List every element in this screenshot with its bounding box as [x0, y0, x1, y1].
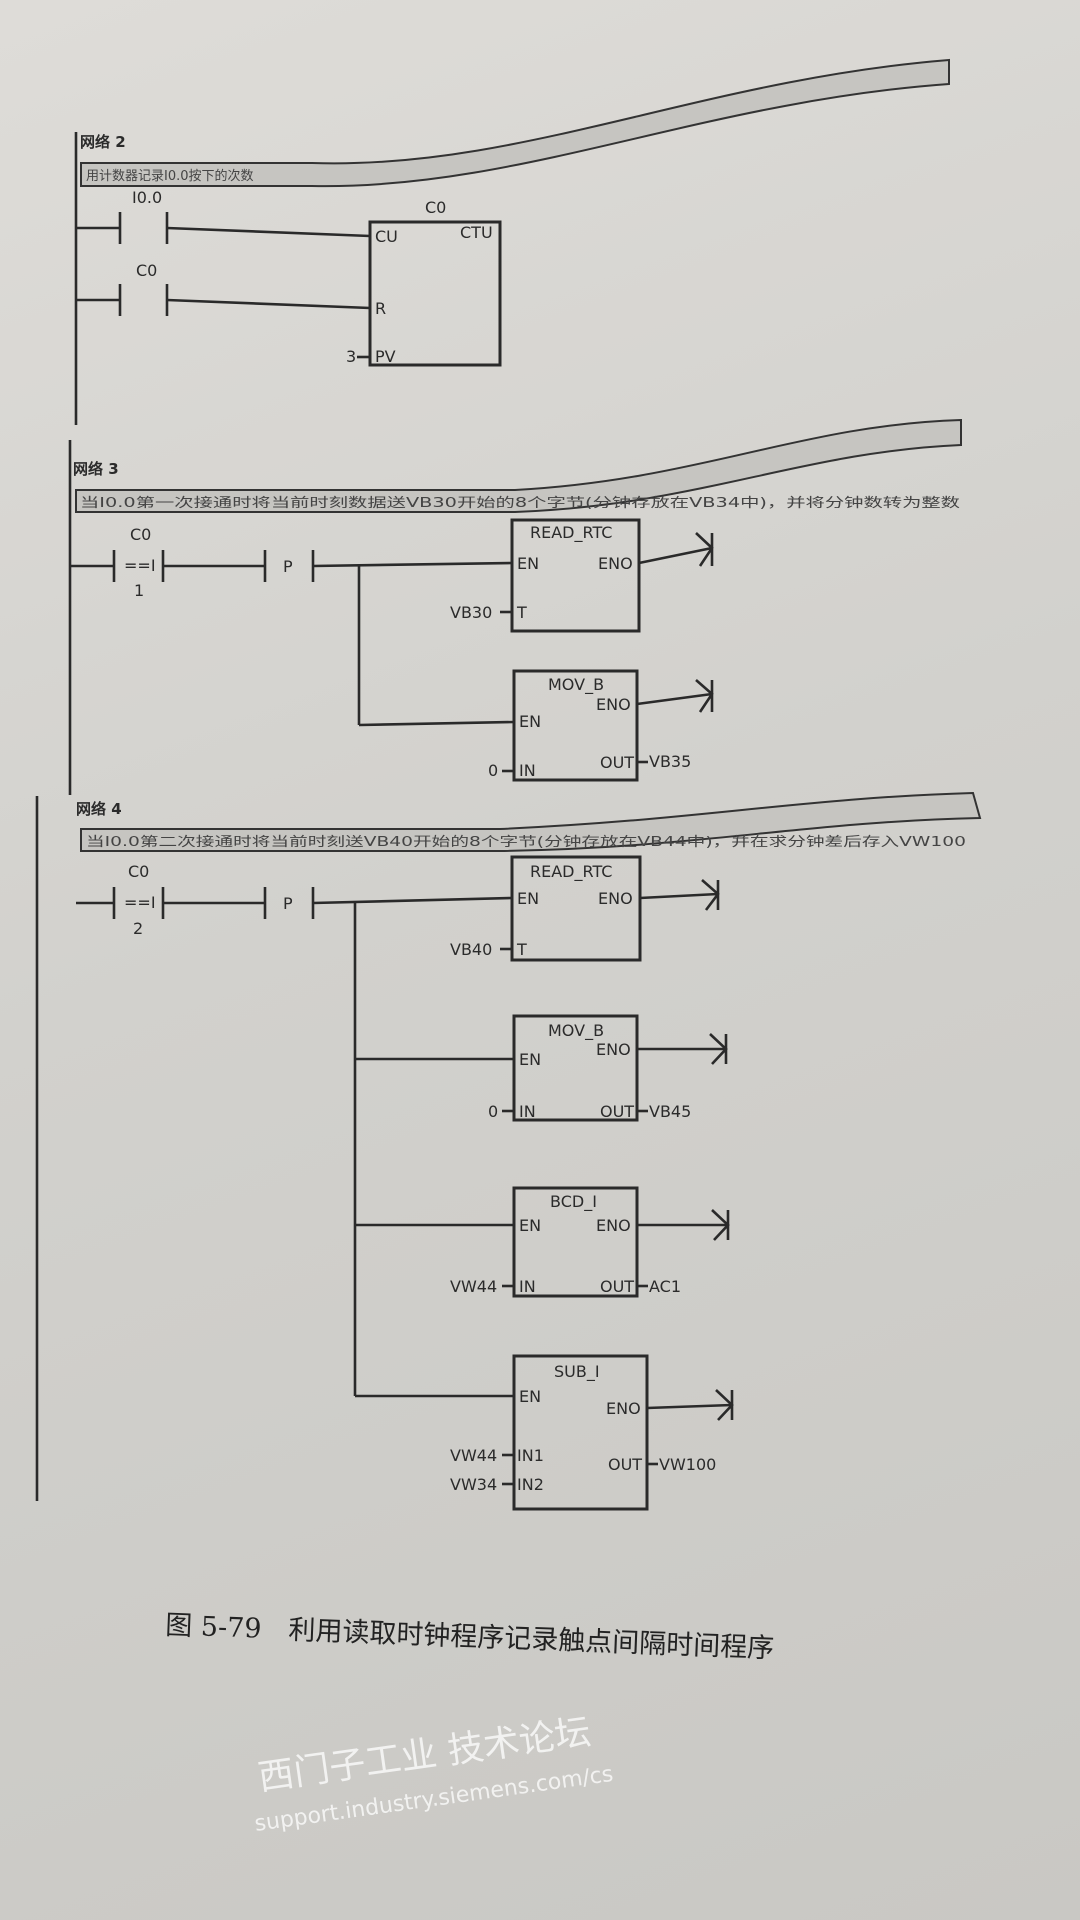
input-value: VW44 — [450, 1277, 497, 1296]
pin-out: OUT — [600, 1102, 634, 1121]
figure-caption: 图 5-79 利用读取时钟程序记录触点间隔时间程序 — [165, 1610, 775, 1664]
pin-en: EN — [519, 1387, 541, 1406]
pin-eno: ENO — [596, 1040, 631, 1059]
output-value: AC1 — [649, 1277, 681, 1296]
contact-label: C0 — [136, 261, 157, 280]
watermark: 西门子工业 技术论坛 support.industry.siemens.com/… — [253, 1712, 615, 1837]
network-4: 网络 4 当I0.0第二次接通时将当前时刻送VB40开始的8个字节(分钟存放在V… — [35, 791, 982, 1511]
pin-pv: PV — [375, 347, 396, 366]
pin-t: T — [516, 603, 527, 622]
network-comment: 当I0.0第二次接通时将当前时刻送VB40开始的8个字节(分钟存放在VB44中)… — [86, 834, 966, 850]
pin-eno: ENO — [606, 1399, 641, 1418]
pin-eno: ENO — [598, 889, 633, 908]
pin-in2: IN2 — [517, 1475, 544, 1494]
mov-b-box — [512, 669, 639, 782]
compare-value: 1 — [134, 581, 144, 600]
comment-banner — [80, 791, 982, 852]
output-value: VB35 — [649, 752, 691, 771]
network-comment: 用计数器记录I0.0按下的次数 — [86, 168, 254, 184]
pin-en: EN — [517, 554, 539, 573]
input-value: VB30 — [450, 603, 492, 622]
input-value: VW44 — [450, 1446, 497, 1465]
output-value: VW100 — [659, 1455, 716, 1474]
counter-name: C0 — [425, 198, 446, 217]
pin-en: EN — [519, 712, 541, 731]
pv-value: 3 — [346, 347, 356, 366]
read-rtc-box — [510, 518, 641, 633]
mov-b-box — [512, 1014, 639, 1122]
counter-box — [368, 220, 502, 367]
pin-t: T — [516, 940, 527, 959]
contact-label: I0.0 — [132, 188, 162, 207]
compare-label: C0 — [130, 525, 151, 544]
block-name: MOV_B — [548, 675, 604, 695]
bcd-i-box — [512, 1186, 639, 1298]
comment-banner — [80, 58, 950, 188]
pin-eno: ENO — [596, 695, 631, 714]
pin-out: OUT — [600, 1277, 634, 1296]
block-name: BCD_I — [550, 1192, 597, 1212]
pin-out: OUT — [600, 753, 634, 772]
pin-in1: IN1 — [517, 1446, 544, 1465]
edge-detector: P — [283, 894, 293, 913]
compare-op: ==I — [124, 556, 156, 575]
input-value: 0 — [488, 1102, 498, 1121]
network-3: 网络 3 当I0.0第一次接通时将当前时刻数据送VB30开始的8个字节(分钟存放… — [68, 418, 962, 795]
pin-en: EN — [519, 1050, 541, 1069]
block-name: READ_RTC — [530, 523, 612, 543]
input-value: 0 — [488, 761, 498, 780]
compare-value: 2 — [133, 919, 143, 938]
edge-detector: P — [283, 557, 293, 576]
pin-in: IN — [519, 1102, 536, 1121]
network-title: 网络 3 — [73, 460, 119, 478]
pin-in: IN — [519, 1277, 536, 1296]
network-title: 网络 4 — [76, 800, 122, 818]
sub-i-box — [512, 1354, 649, 1511]
pin-eno: ENO — [598, 554, 633, 573]
block-name: SUB_I — [554, 1362, 600, 1382]
block-name: READ_RTC — [530, 862, 612, 882]
network-comment: 当I0.0第一次接通时将当前时刻数据送VB30开始的8个字节(分钟存放在VB34… — [80, 495, 960, 511]
counter-type: CTU — [460, 223, 493, 242]
pin-r: R — [375, 299, 386, 318]
pin-en: EN — [517, 889, 539, 908]
pin-out: OUT — [608, 1455, 642, 1474]
network-title: 网络 2 — [80, 133, 126, 151]
comment-banner — [75, 418, 962, 513]
output-value: VB45 — [649, 1102, 691, 1121]
pin-en: EN — [519, 1216, 541, 1235]
network-2: 网络 2 用计数器记录I0.0按下的次数 I0.0 C0 C0 CU CTU R… — [74, 58, 950, 425]
pin-eno: ENO — [596, 1216, 631, 1235]
compare-op: ==I — [124, 893, 156, 912]
read-rtc-box — [510, 855, 642, 962]
block-name: MOV_B — [548, 1021, 604, 1041]
pin-cu: CU — [375, 227, 398, 246]
input-value: VB40 — [450, 940, 492, 959]
input-value: VW34 — [450, 1475, 497, 1494]
compare-label: C0 — [128, 862, 149, 881]
pin-in: IN — [519, 761, 536, 780]
